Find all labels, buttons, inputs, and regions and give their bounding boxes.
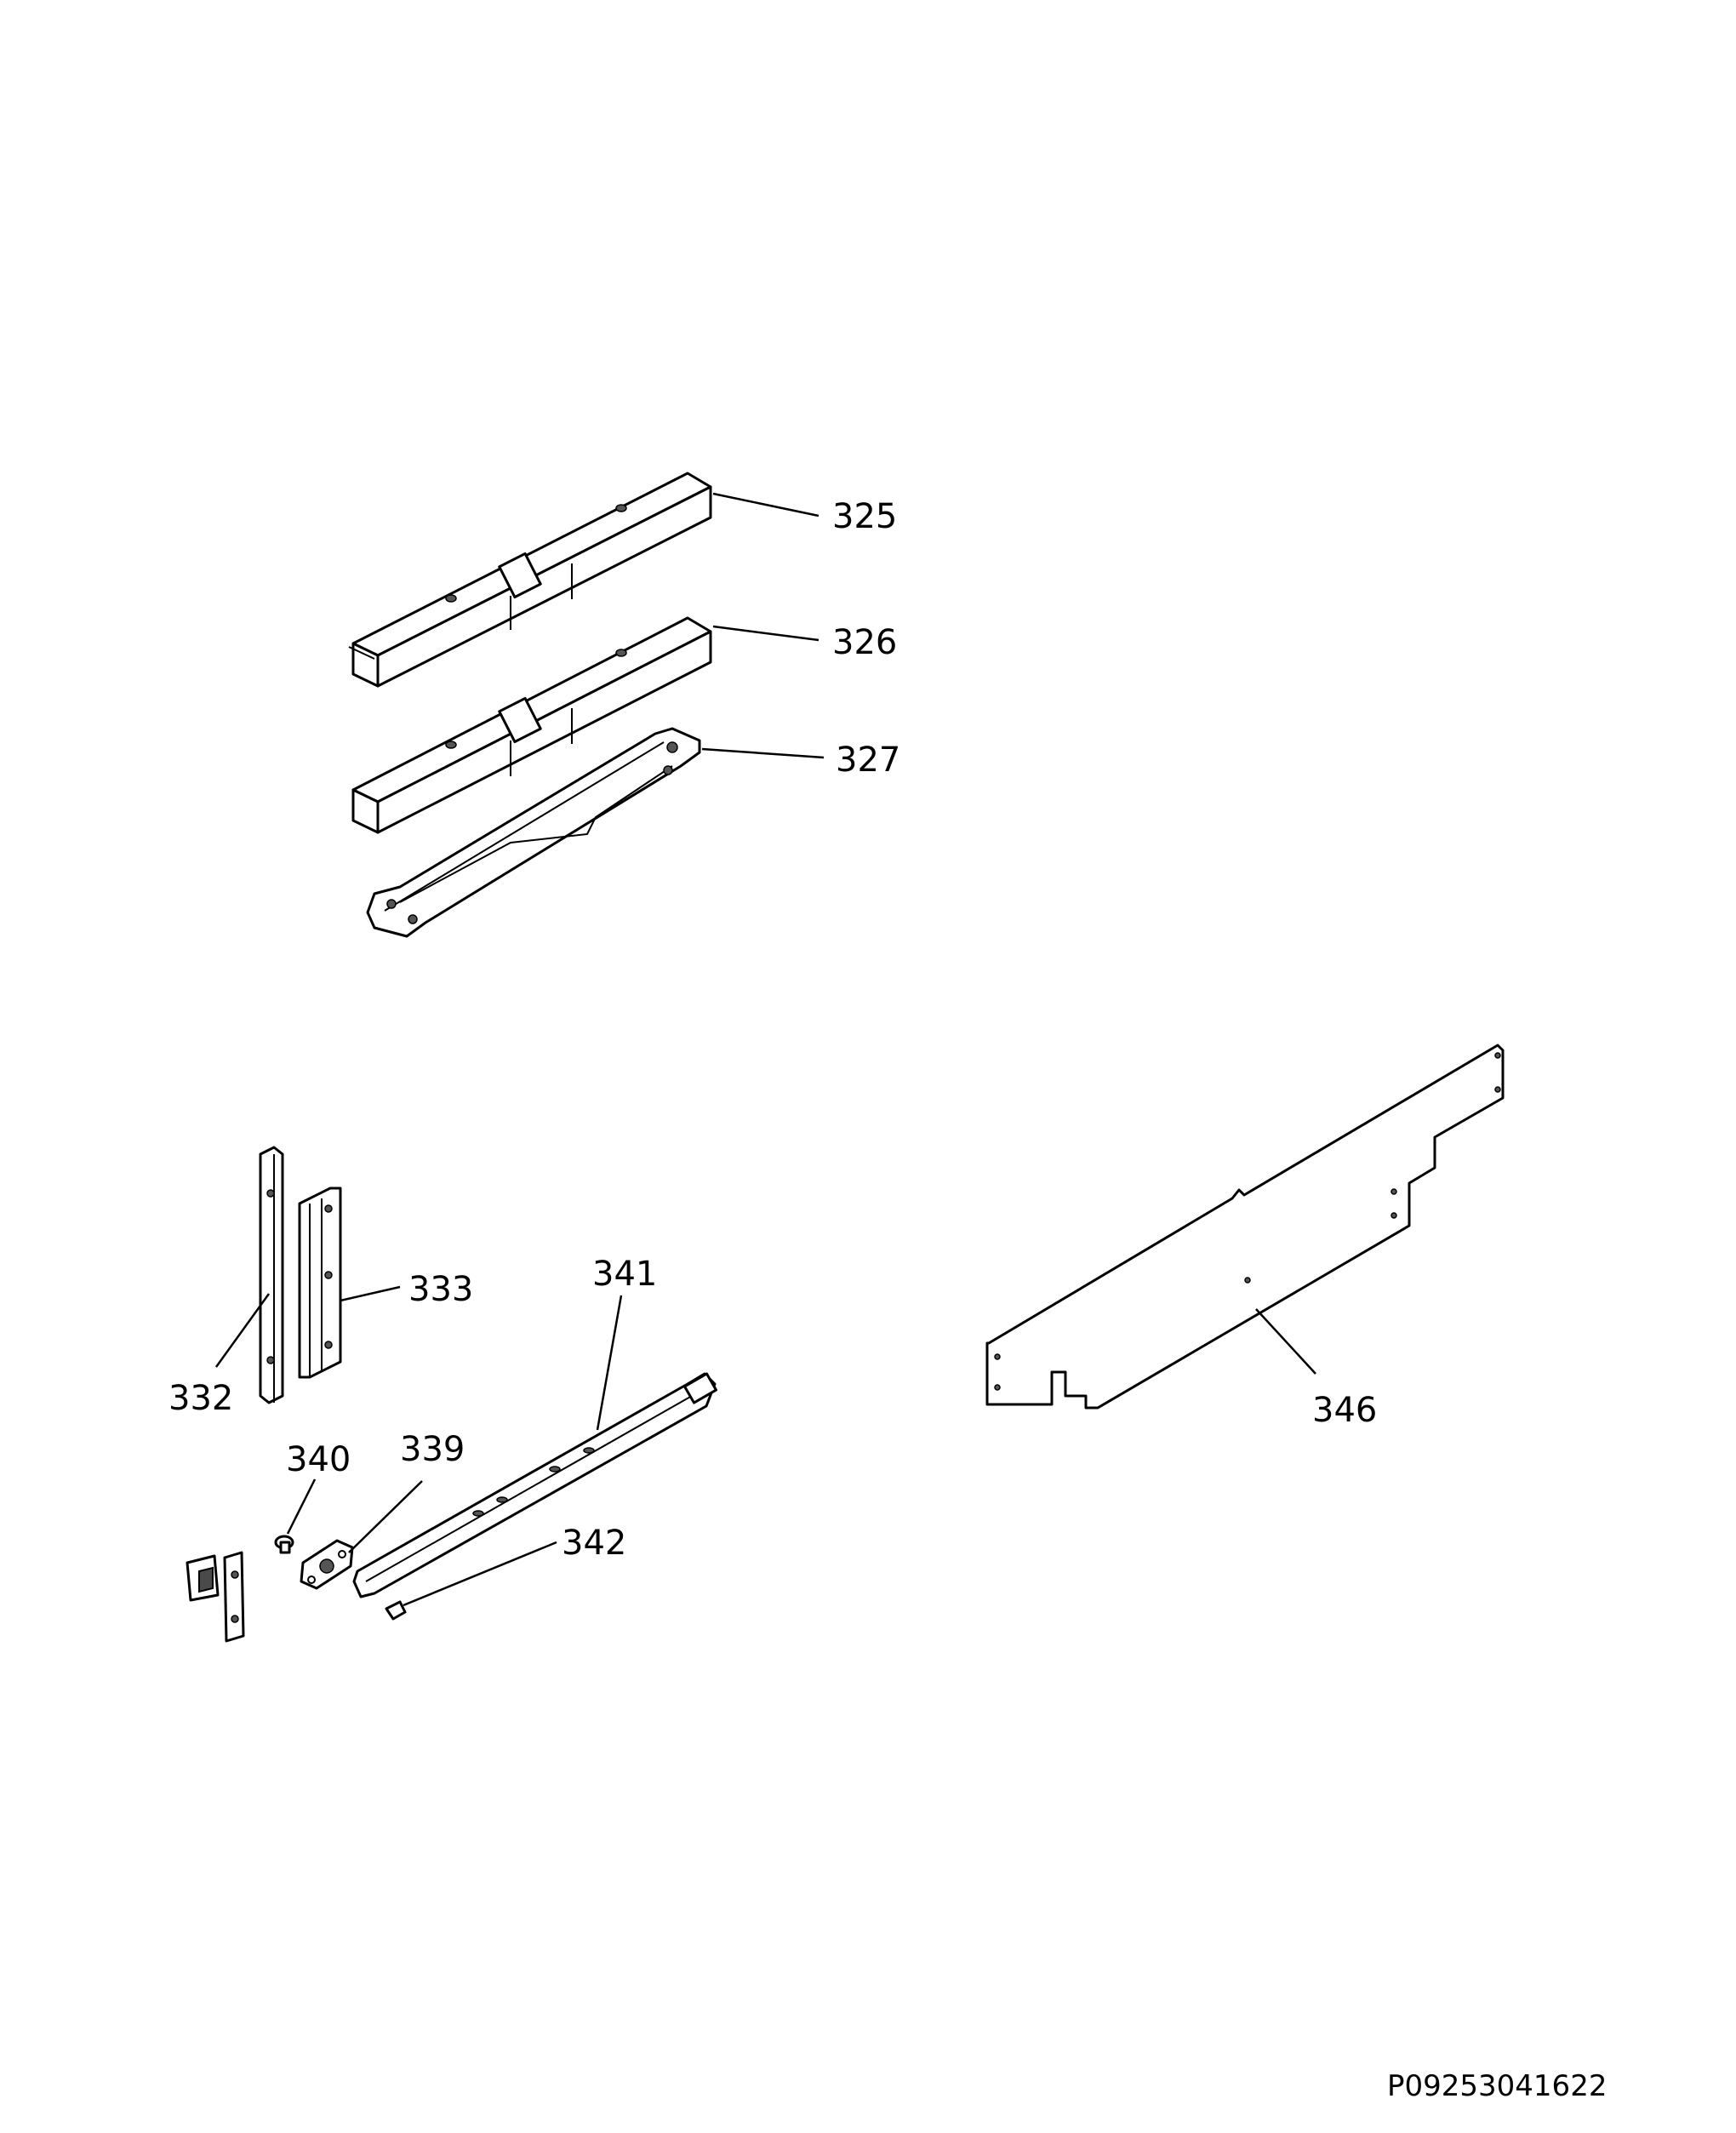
callout-333: 333	[408, 1270, 473, 1309]
part-339-bracket	[300, 1539, 354, 1590]
part-325-bar	[348, 472, 712, 688]
callout-332: 332	[168, 1379, 233, 1418]
part-346-panel	[985, 1044, 1505, 1410]
leader-340	[286, 1478, 317, 1535]
callout-327: 327	[836, 741, 900, 780]
leader-346	[1255, 1308, 1316, 1375]
part-332-strip	[259, 1146, 284, 1404]
callout-342: 342	[562, 1524, 626, 1563]
part-333-strip	[298, 1187, 342, 1379]
leader-332	[214, 1293, 271, 1368]
part-326-bar	[351, 616, 712, 834]
callout-325: 325	[832, 497, 897, 536]
callout-339: 339	[400, 1430, 465, 1469]
leader-327	[701, 747, 825, 759]
hinge-clip	[186, 1551, 245, 1643]
callout-341: 341	[592, 1255, 657, 1294]
leader-333	[340, 1285, 401, 1302]
callout-326: 326	[832, 623, 897, 662]
part-327-rail	[366, 727, 701, 938]
leader-325	[712, 492, 819, 518]
leader-341	[596, 1295, 623, 1431]
drawing-id: P09253041622	[1387, 2069, 1607, 2103]
part-340-screw	[274, 1535, 294, 1554]
leader-342	[403, 1541, 557, 1607]
leader-lines	[214, 492, 1316, 1607]
part-341-rail	[352, 1372, 717, 1598]
leader-339	[348, 1480, 423, 1553]
callout-labels: 325 326 327 332 333 339 340 341 342 346	[168, 497, 1377, 1563]
callout-340: 340	[286, 1440, 351, 1479]
callout-346: 346	[1312, 1391, 1377, 1430]
part-342-pin	[385, 1600, 407, 1621]
leader-326	[712, 625, 819, 642]
